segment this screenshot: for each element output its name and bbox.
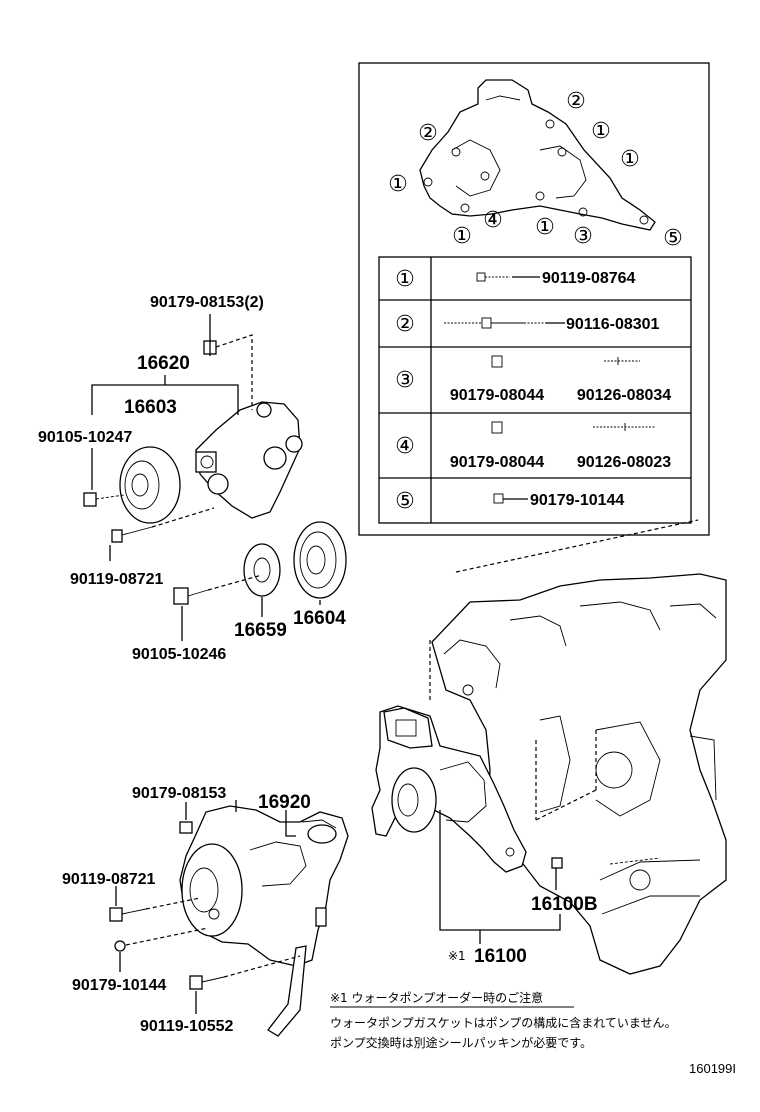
water-outlet-pipe[interactable] (267, 945, 307, 1037)
inset-frame (358, 62, 710, 536)
bolt-icon (476, 272, 510, 282)
part-number[interactable]: 90119-08764 (542, 270, 636, 287)
table-row: ⑤ 90179-10144 (395, 489, 624, 514)
part-number[interactable]: 90179-08044 (450, 454, 544, 471)
nut-icon (179, 821, 193, 834)
lower-fasteners (109, 800, 301, 1014)
part-number[interactable]: 90179-08044 (450, 387, 544, 404)
loc-mark: ③ (573, 224, 593, 249)
loc-mark: ① (388, 172, 408, 197)
loc-mark: ② (566, 89, 586, 114)
order-note: ※1 ウォータポンプオーダー時のご注意 ウォータポンプガスケットはポンプの構成に… (330, 990, 677, 1050)
part-number[interactable]: 90126-08034 (577, 387, 671, 404)
bolt-icon (189, 955, 301, 990)
row-mark: ③ (395, 368, 415, 393)
thermostat-housing[interactable] (383, 707, 433, 749)
reference-mark: ※1 (448, 949, 466, 963)
installed-water-pump-16100 (371, 705, 563, 944)
table-frame (378, 256, 692, 524)
pump-pulley-flange[interactable] (391, 767, 437, 833)
part-number[interactable]: 16603 (124, 397, 177, 418)
part-callouts: 90179-08153(2) 16620 16603 90105-10247 9… (38, 294, 598, 1035)
part-number[interactable]: 16620 (137, 353, 190, 374)
part-number[interactable]: 90179-10144 (530, 492, 624, 509)
loc-mark: ④ (483, 208, 503, 233)
bolt-icon (111, 507, 215, 543)
row-mark: ① (395, 267, 415, 292)
part-number[interactable]: 16100B (531, 894, 598, 915)
crank-pulley-group (173, 521, 347, 641)
part-number[interactable]: 90119-08721 (70, 571, 164, 588)
bolt-icon (173, 574, 263, 605)
nut-icon (493, 493, 504, 504)
part-number[interactable]: 90116-08301 (566, 316, 660, 333)
stud-icon (593, 423, 655, 431)
water-pump-gasket-icon[interactable] (551, 857, 563, 869)
idler-pulley[interactable] (119, 446, 181, 524)
timing-cover-drawing (419, 79, 656, 231)
table-row: ① 90119-08764 (395, 267, 635, 292)
loc-mark: ① (620, 147, 640, 172)
water-pump-assembly-16920 (179, 805, 349, 1037)
table-row: ④ 90179-08044 90126-08023 (395, 421, 671, 471)
note-line: ポンプ交換時は別途シールパッキンが必要です。 (330, 1035, 592, 1050)
part-number[interactable]: 90126-08023 (577, 454, 671, 471)
stud-icon (604, 357, 640, 365)
part-number[interactable]: 90105-10246 (132, 646, 226, 663)
loc-mark: ② (418, 121, 438, 146)
table-row: ② 90116-08301 (395, 312, 659, 337)
stud-bolt-icon (444, 317, 546, 329)
row-mark: ⑤ (395, 489, 415, 514)
part-number[interactable]: 90119-08721 (62, 871, 156, 888)
row-mark: ④ (395, 434, 415, 459)
nut-icon (491, 421, 503, 434)
loc-mark: ① (535, 215, 555, 240)
note-heading: ※1 ウォータポンプオーダー時のご注意 (330, 990, 543, 1005)
water-pump-pulley-flange[interactable] (181, 843, 243, 937)
table-row: ③ 90179-08044 90126-08034 (395, 355, 671, 404)
part-number[interactable]: 90179-08153 (132, 785, 226, 802)
bolt-icon (83, 492, 125, 507)
idler-pulley-assembly (83, 314, 303, 561)
fastener-table: ① 90119-08764 ② 90116-08301 (378, 256, 692, 524)
part-number[interactable]: 16100 (474, 946, 527, 967)
washer-icon (114, 940, 126, 952)
nut-icon (491, 355, 503, 368)
crank-pulley[interactable] (293, 521, 347, 599)
part-number[interactable]: 90179-10144 (72, 977, 166, 994)
figure-reference: 160199I (689, 1061, 736, 1076)
part-number[interactable]: 16659 (234, 620, 287, 641)
bolt-icon (109, 897, 201, 922)
pulley-spacer[interactable] (243, 543, 281, 597)
part-number[interactable]: 90179-08153(2) (150, 294, 264, 311)
bolt-location-inset: ② ② ① ① ① ④ ① ① ③ ⑤ ① (358, 62, 710, 536)
loc-mark: ⑤ (663, 226, 683, 251)
location-marks: ② ② ① ① ① ④ ① ① ③ ⑤ (388, 89, 683, 251)
part-number[interactable]: 16920 (258, 792, 311, 813)
row-mark: ② (395, 312, 415, 337)
part-number[interactable]: 90119-10552 (140, 1018, 234, 1035)
loc-mark: ① (591, 119, 611, 144)
note-line: ウォータポンプガスケットはポンプの構成に含まれていません。 (330, 1015, 677, 1030)
part-number[interactable]: 90105-10247 (38, 429, 132, 446)
loc-mark: ① (452, 224, 472, 249)
part-number[interactable]: 16604 (293, 608, 346, 629)
